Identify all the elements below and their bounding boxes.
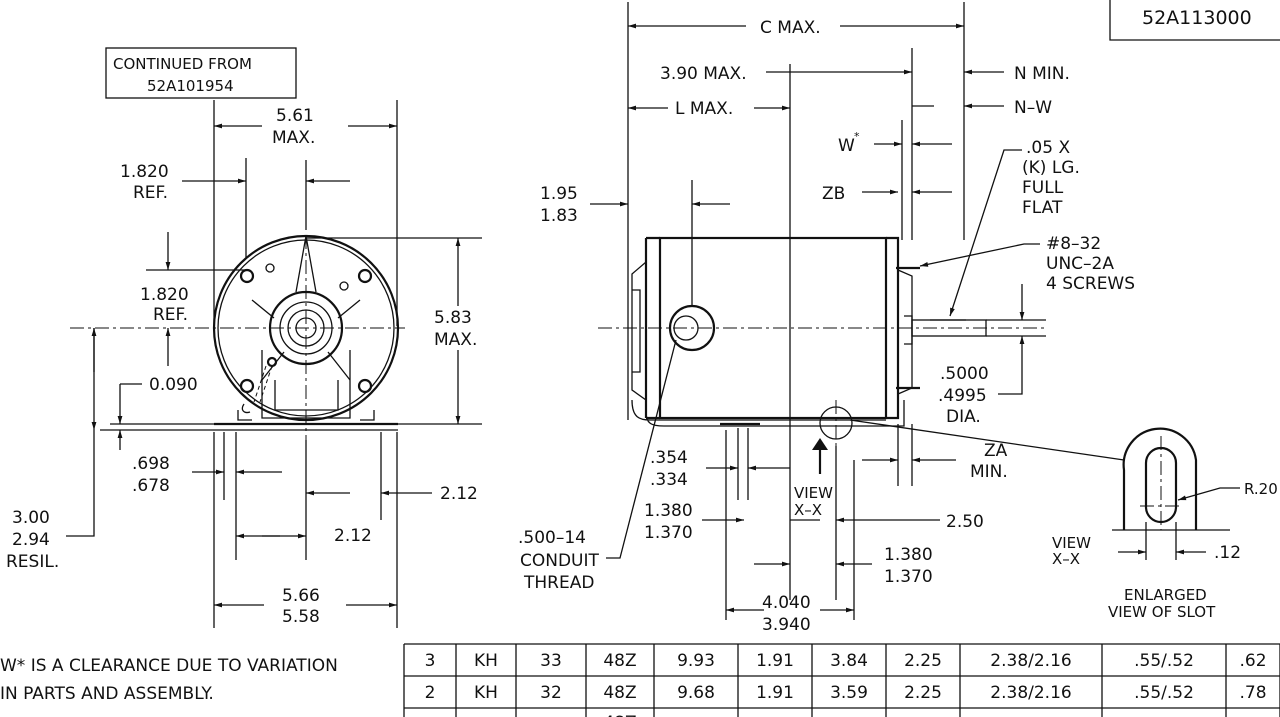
- svg-text:.678: .678: [132, 476, 170, 496]
- table-cell: 2.25: [904, 683, 942, 703]
- svg-text:N–W: N–W: [1014, 98, 1052, 118]
- svg-text:3.940: 3.940: [762, 615, 811, 635]
- table-cell: 2.38/2.16: [990, 683, 1071, 703]
- svg-text:ZA: ZA: [984, 441, 1008, 461]
- table-cell: 3: [425, 651, 436, 671]
- drawing-number: 52A113000: [1142, 7, 1252, 29]
- svg-text:VIEW: VIEW: [1052, 534, 1091, 552]
- table-cell: 2: [425, 683, 436, 703]
- table-cell: 1.91: [756, 683, 794, 703]
- svg-text:.4995: .4995: [938, 386, 987, 406]
- table-cell-partial: 48Z: [603, 713, 636, 717]
- svg-text:2.12: 2.12: [440, 484, 478, 504]
- svg-text:3.90 MAX.: 3.90 MAX.: [660, 64, 747, 84]
- svg-text:52A101954: 52A101954: [147, 77, 234, 95]
- svg-text:.05 X: .05 X: [1026, 138, 1070, 158]
- svg-text:1.370: 1.370: [644, 523, 693, 543]
- svg-text:2.50: 2.50: [946, 512, 984, 532]
- svg-text:1.95: 1.95: [540, 184, 578, 204]
- table-cell: .78: [1239, 683, 1266, 703]
- table-cell: 2.38/2.16: [990, 651, 1071, 671]
- table-cell: 32: [540, 683, 562, 703]
- svg-text:W: W: [838, 136, 855, 156]
- svg-text:5.58: 5.58: [282, 607, 320, 627]
- svg-text:4 SCREWS: 4 SCREWS: [1046, 274, 1135, 294]
- table-cell: 2.25: [904, 651, 942, 671]
- svg-text:THREAD: THREAD: [523, 573, 594, 593]
- svg-text:FULL: FULL: [1022, 178, 1064, 198]
- table-cell: 3.59: [830, 683, 868, 703]
- svg-text:.5000: .5000: [940, 364, 989, 384]
- table-cell: 9.93: [677, 651, 715, 671]
- svg-text:5.61: 5.61: [276, 106, 314, 126]
- svg-text:*: *: [854, 130, 860, 143]
- svg-text:#8–32: #8–32: [1046, 234, 1101, 254]
- footnote: W* IS A CLEARANCE DUE TO VARIATION IN PA…: [0, 656, 338, 704]
- svg-text:REF.: REF.: [153, 305, 188, 325]
- svg-text:.354: .354: [650, 448, 688, 468]
- table-cell: 33: [540, 651, 562, 671]
- svg-text:1.820: 1.820: [120, 162, 169, 182]
- svg-text:0.090: 0.090: [149, 375, 198, 395]
- svg-text:REF.: REF.: [133, 183, 168, 203]
- svg-text:MAX.: MAX.: [434, 330, 477, 350]
- table-cell: KH: [474, 683, 498, 703]
- svg-text:VIEW: VIEW: [794, 484, 833, 502]
- svg-text:MIN.: MIN.: [970, 462, 1008, 482]
- svg-text:5.66: 5.66: [282, 586, 320, 606]
- svg-text:N MIN.: N MIN.: [1014, 64, 1070, 84]
- svg-text:X–X: X–X: [794, 501, 822, 519]
- svg-text:ENLARGED: ENLARGED: [1124, 586, 1207, 604]
- side-view: C MAX. 3.90 MAX. L MAX. N MIN. N–W W * Z…: [518, 2, 1135, 635]
- svg-text:1.380: 1.380: [884, 545, 933, 565]
- svg-text:(K) LG.: (K) LG.: [1022, 158, 1080, 178]
- svg-text:CONTINUED FROM: CONTINUED FROM: [113, 55, 252, 73]
- table-cell: 9.68: [677, 683, 715, 703]
- continued-from-note: CONTINUED FROM 52A101954: [105, 47, 297, 99]
- svg-text:.334: .334: [650, 470, 688, 490]
- table-cell: .55/.52: [1134, 683, 1194, 703]
- svg-text:2.12: 2.12: [334, 526, 372, 546]
- svg-text:CONDUIT: CONDUIT: [520, 551, 600, 571]
- svg-text:MAX.: MAX.: [272, 128, 315, 148]
- table-cell: KH: [474, 651, 498, 671]
- svg-text:3.00: 3.00: [12, 508, 50, 528]
- table-cell: .62: [1239, 651, 1266, 671]
- table-cell: 48Z: [603, 651, 636, 671]
- svg-text:DIA.: DIA.: [946, 407, 981, 427]
- svg-text:X–X: X–X: [1052, 550, 1080, 568]
- table-cell: 48Z: [603, 683, 636, 703]
- svg-text:IN PARTS AND ASSEMBLY.: IN PARTS AND ASSEMBLY.: [0, 684, 214, 704]
- svg-text:1.370: 1.370: [884, 567, 933, 587]
- front-view: 5.61 MAX. 1.820 REF. 1.820 REF. 5.83 MAX…: [6, 100, 482, 628]
- svg-text:UNC–2A: UNC–2A: [1046, 254, 1114, 274]
- svg-text:2.94: 2.94: [12, 530, 50, 550]
- svg-text:1.380: 1.380: [644, 501, 693, 521]
- svg-text:RESIL.: RESIL.: [6, 552, 59, 572]
- table-cell: 1.91: [756, 651, 794, 671]
- drawing-number-block: 52A113000: [1109, 0, 1280, 41]
- svg-text:ZB: ZB: [822, 184, 845, 204]
- svg-text:1.820: 1.820: [140, 285, 189, 305]
- svg-text:1.83: 1.83: [540, 206, 578, 226]
- table-cell: 3.84: [830, 651, 868, 671]
- svg-text:5.83: 5.83: [434, 308, 472, 328]
- svg-text:.500–14: .500–14: [518, 528, 586, 548]
- svg-text:.12: .12: [1214, 543, 1241, 563]
- slot-detail-view: R.20 VIEW X–X .12 ENLARGED VIEW OF SLOT: [1052, 427, 1278, 621]
- svg-text:R.20: R.20: [1244, 480, 1278, 498]
- svg-text:C MAX.: C MAX.: [760, 18, 821, 38]
- svg-text:FLAT: FLAT: [1022, 198, 1063, 218]
- table-cell: .55/.52: [1134, 651, 1194, 671]
- svg-text:VIEW OF SLOT: VIEW OF SLOT: [1108, 603, 1216, 621]
- svg-text:L MAX.: L MAX.: [675, 99, 733, 119]
- svg-text:.698: .698: [132, 454, 170, 474]
- svg-text:W* IS A CLEARANCE DUE TO VARIA: W* IS A CLEARANCE DUE TO VARIATION: [0, 656, 338, 676]
- svg-text:4.040: 4.040: [762, 593, 811, 613]
